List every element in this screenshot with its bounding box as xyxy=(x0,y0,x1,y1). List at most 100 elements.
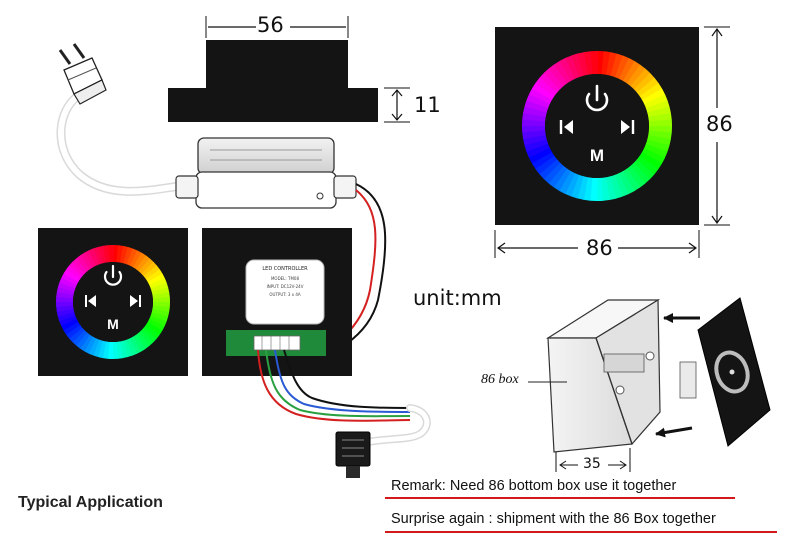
typical-application-label: Typical Application xyxy=(18,494,163,511)
sticker-line-2: MODEL: TM08 xyxy=(271,276,299,281)
color-wheel-segment xyxy=(145,322,163,336)
color-wheel-segment xyxy=(102,341,110,359)
power-icon xyxy=(103,264,123,286)
color-wheel-segment xyxy=(72,257,88,274)
color-wheel-segment xyxy=(115,341,123,359)
dim-arrow-v-down xyxy=(711,215,723,225)
dim-label-86-vertical: 86 xyxy=(706,112,733,136)
sticker-line-1: LED CONTROLLER xyxy=(262,266,308,272)
dim-arrow-depth-right xyxy=(619,460,627,470)
color-wheel-segment xyxy=(645,100,670,114)
plug-prong-right xyxy=(72,43,86,59)
remark-underline xyxy=(385,497,735,499)
color-wheel-segment xyxy=(522,129,546,140)
prev-icon xyxy=(559,120,573,134)
color-wheel-segment xyxy=(129,250,143,268)
color-wheel-segment xyxy=(123,246,134,265)
wire-red-out xyxy=(257,349,411,422)
color-wheel-segment xyxy=(152,305,170,313)
color-wheel-segment xyxy=(522,125,546,133)
color-wheel-segment xyxy=(132,334,146,352)
color-wheel-segment xyxy=(69,261,86,277)
sticker-line-4: OUTPUT: 3 x 4A xyxy=(269,292,300,297)
surprise-underline xyxy=(385,531,777,533)
color-wheel-segment xyxy=(558,170,576,194)
remark-text: Remark: Need 86 bottom box use it togeth… xyxy=(391,478,677,494)
color-wheel-segment xyxy=(623,61,641,84)
color-wheel-segment xyxy=(583,51,594,75)
color-wheel-segment xyxy=(57,311,76,322)
panel-right-inner xyxy=(545,74,649,178)
color-wheel-segment xyxy=(152,297,170,303)
color-wheel-segment xyxy=(626,64,646,87)
color-wheel-segment xyxy=(135,255,151,272)
color-wheel-segment xyxy=(618,171,635,195)
color-wheel-segment xyxy=(66,264,83,280)
color-wheel-segment xyxy=(538,158,561,180)
insert-arrow-bottom xyxy=(655,426,693,438)
color-wheel-segment xyxy=(523,105,547,117)
color-wheel-segment xyxy=(83,336,97,354)
wire-blue-out xyxy=(274,349,411,413)
color-wheel-segment xyxy=(636,155,659,175)
color-wheel-segment xyxy=(140,327,157,343)
color-wheel-segment xyxy=(147,318,165,332)
color-wheel-segment xyxy=(639,82,663,101)
color-wheel-segment xyxy=(576,176,588,200)
dim-arrow-down xyxy=(391,113,403,121)
dim-arrow-depth-left xyxy=(559,460,567,470)
color-wheel-segment xyxy=(648,119,673,127)
color-wheel-segment xyxy=(645,139,670,153)
wire-green-out xyxy=(265,349,411,418)
color-wheel-segment xyxy=(63,268,81,282)
color-wheel-segment xyxy=(57,281,76,292)
color-wheel-segment xyxy=(97,340,107,359)
color-wheel-segment xyxy=(548,64,568,87)
dim-label-35: 35 xyxy=(583,456,601,472)
color-wheel-segment xyxy=(526,143,550,158)
color-wheel-segment xyxy=(59,277,77,289)
dim-arrow-up xyxy=(391,89,403,97)
color-wheel-segment xyxy=(129,336,142,354)
color-wheel-segment xyxy=(141,261,158,277)
color-wheel-segment xyxy=(135,332,150,350)
color-wheel-segment xyxy=(633,159,655,180)
tilted-panel-dot xyxy=(729,369,735,375)
color-wheel-segment xyxy=(535,155,558,175)
color-wheel-segment xyxy=(147,273,165,286)
color-wheel-segment xyxy=(76,254,91,272)
color-wheel-segment xyxy=(72,329,88,346)
color-wheel-segment xyxy=(526,93,551,109)
color-wheel-segment xyxy=(119,245,129,264)
color-wheel-segment xyxy=(590,51,598,75)
color-wheel-segment xyxy=(543,162,564,184)
color-wheel-segment xyxy=(535,77,558,97)
color-wheel-segment xyxy=(56,286,75,296)
color-wheel-segment xyxy=(532,82,555,100)
color-wheel-segment xyxy=(529,87,553,105)
color-wheel-segment xyxy=(63,321,81,335)
color-wheel-segment xyxy=(601,51,611,75)
color-wheel-segment xyxy=(93,246,104,265)
dim-label-86-horizontal: 86 xyxy=(586,236,613,260)
plug-prong-left xyxy=(58,49,72,65)
color-wheel-segment xyxy=(614,173,629,197)
color-wheel-segment xyxy=(149,277,167,289)
color-wheel-segment xyxy=(606,52,618,76)
color-wheel-segment xyxy=(548,165,568,188)
terminal-block xyxy=(253,335,301,351)
color-wheel-segment xyxy=(618,58,636,82)
color-wheel-segment xyxy=(643,143,668,159)
color-wheel-segment xyxy=(639,152,662,170)
color-wheel-segment xyxy=(596,177,604,201)
controller-base xyxy=(195,171,337,209)
color-wheel-segment xyxy=(80,252,94,270)
color-wheel-segment xyxy=(112,341,118,359)
controller-lid xyxy=(197,137,335,175)
color-wheel-segment xyxy=(559,57,576,81)
color-wheel-segment xyxy=(524,138,549,152)
color-wheel-segment xyxy=(61,318,79,331)
connector-tip xyxy=(346,466,360,478)
rgb-connector xyxy=(335,404,431,478)
